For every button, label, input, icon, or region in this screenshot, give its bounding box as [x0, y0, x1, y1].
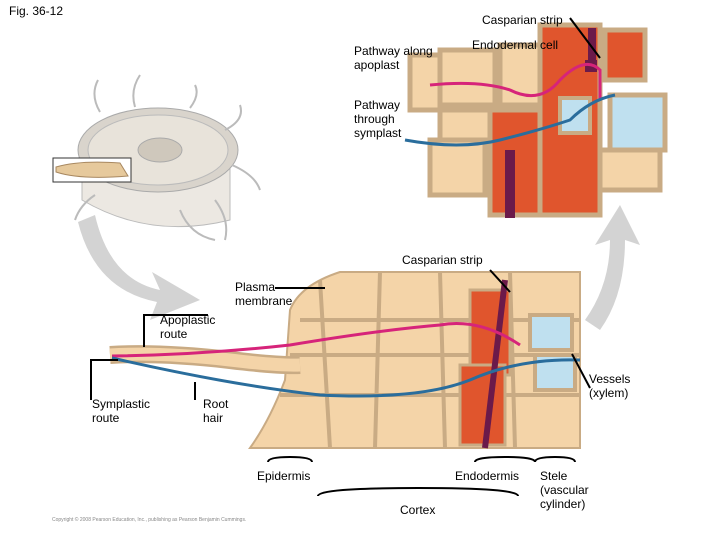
figure-label: Fig. 36-12 [9, 4, 64, 18]
endodermis-label: Endodermis [455, 469, 520, 483]
apoplastic-route-label: Apoplastic route [160, 313, 216, 341]
casparian-strip-label-top: Casparian strip [482, 13, 563, 27]
plasma-membrane-label: Plasma membrane [235, 280, 293, 308]
leader-lines [90, 17, 601, 400]
root-cross-section-illustration [52, 74, 261, 241]
root-tissue-section [109, 271, 581, 449]
root-hair-label: Root hair [203, 397, 229, 425]
curved-arrow-right [585, 205, 640, 330]
cortex-label: Cortex [400, 503, 436, 517]
brackets [267, 455, 576, 497]
casparian-strip-label-bottom: Casparian strip [402, 253, 483, 267]
symplastic-route-label: Symplastic route [92, 397, 151, 425]
copyright-text: Copyright © 2008 Pearson Education, Inc.… [52, 517, 247, 523]
vessels-xylem-label: Vessels (xylem) [589, 372, 631, 400]
symplast-pathway-label: Pathway through symplast [354, 98, 402, 140]
epidermis-label: Epidermis [257, 469, 311, 483]
endodermal-cell-label: Endodermal cell [472, 38, 559, 52]
curved-arrow-left [78, 215, 200, 320]
stele-label: Stele (vascular cylinder) [540, 469, 589, 511]
apoplast-pathway-label: Pathway along apoplast [354, 44, 433, 72]
endodermis-3d-block [404, 22, 668, 218]
